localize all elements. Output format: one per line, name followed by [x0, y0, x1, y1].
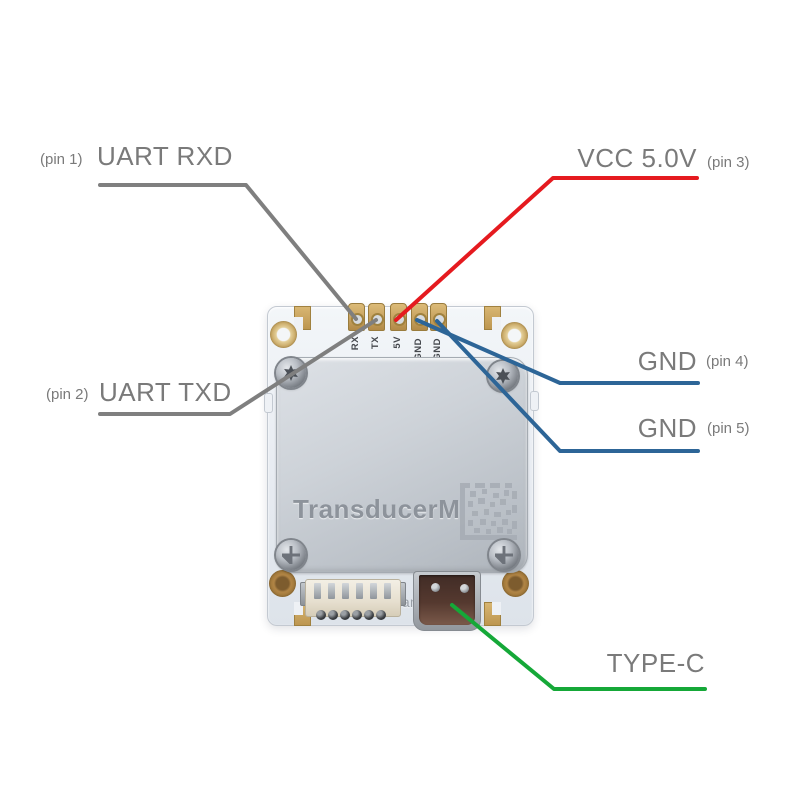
pad-gnd5 [430, 303, 447, 331]
pad-rx [348, 303, 365, 331]
pin4-number: (pin 4) [706, 353, 749, 370]
metal-cover: TransducerM syd-dynamics.com [276, 357, 528, 610]
torx-slot-icon [496, 368, 510, 384]
notch-bottom-right [484, 602, 501, 626]
pin4-label: GND [637, 346, 697, 376]
pin3-number: (pin 3) [707, 154, 750, 171]
mounting-hole-bottom-right [502, 570, 529, 597]
pad-5v [390, 303, 407, 331]
jst-leg [364, 610, 374, 620]
phillips-slot-icon [282, 546, 300, 564]
jst-leg [328, 610, 338, 620]
pad-rx-hole [351, 313, 364, 326]
side-tab-right [530, 391, 539, 411]
pad-5v-hole [393, 313, 406, 326]
mounting-hole-top-right [501, 322, 528, 349]
pin5-number: (pin 5) [707, 420, 750, 437]
pad-gnd4 [411, 303, 428, 331]
typec-screw [431, 583, 440, 592]
pin2-label: UART TXD [99, 377, 232, 407]
jst-leg [376, 610, 386, 620]
jst-leg [316, 610, 326, 620]
torx-slot-icon [284, 365, 298, 381]
mounting-hole-bottom-left [269, 570, 296, 597]
type-c-label: TYPE-C [606, 648, 705, 678]
pad-gnd5-hole [433, 313, 446, 326]
pin1-label: UART RXD [97, 141, 233, 171]
pin3-label: VCC 5.0V [577, 143, 697, 173]
pin1-number: (pin 1) [40, 151, 83, 168]
wire-vcc [394, 176, 699, 322]
notch-top-right [484, 306, 501, 330]
pin2-number: (pin 2) [46, 386, 89, 403]
usb-type-c-port [413, 571, 481, 631]
jst-leg [340, 610, 350, 620]
screw-bottom-right [489, 540, 519, 570]
usb-type-c-face [419, 575, 475, 625]
mounting-hole-top-left [270, 321, 297, 348]
qr-code [460, 483, 517, 540]
pad-tx-hole [371, 313, 384, 326]
screw-top-left [276, 358, 306, 388]
phillips-slot-icon [495, 546, 513, 564]
jst-leg [352, 610, 362, 620]
product-title: TransducerM [293, 494, 461, 524]
notch-top-left [294, 306, 311, 330]
screw-top-right [488, 361, 518, 391]
wire-uart-rxd [98, 183, 358, 321]
pcb-board: RX TX 5V GND GND TransducerM [264, 303, 539, 631]
side-tab-left [264, 393, 273, 413]
typec-screw [460, 584, 469, 593]
pad-gnd4-hole [414, 313, 427, 326]
screw-bottom-left [276, 540, 306, 570]
pad-tx [368, 303, 385, 331]
pin5-label: GND [637, 413, 697, 443]
